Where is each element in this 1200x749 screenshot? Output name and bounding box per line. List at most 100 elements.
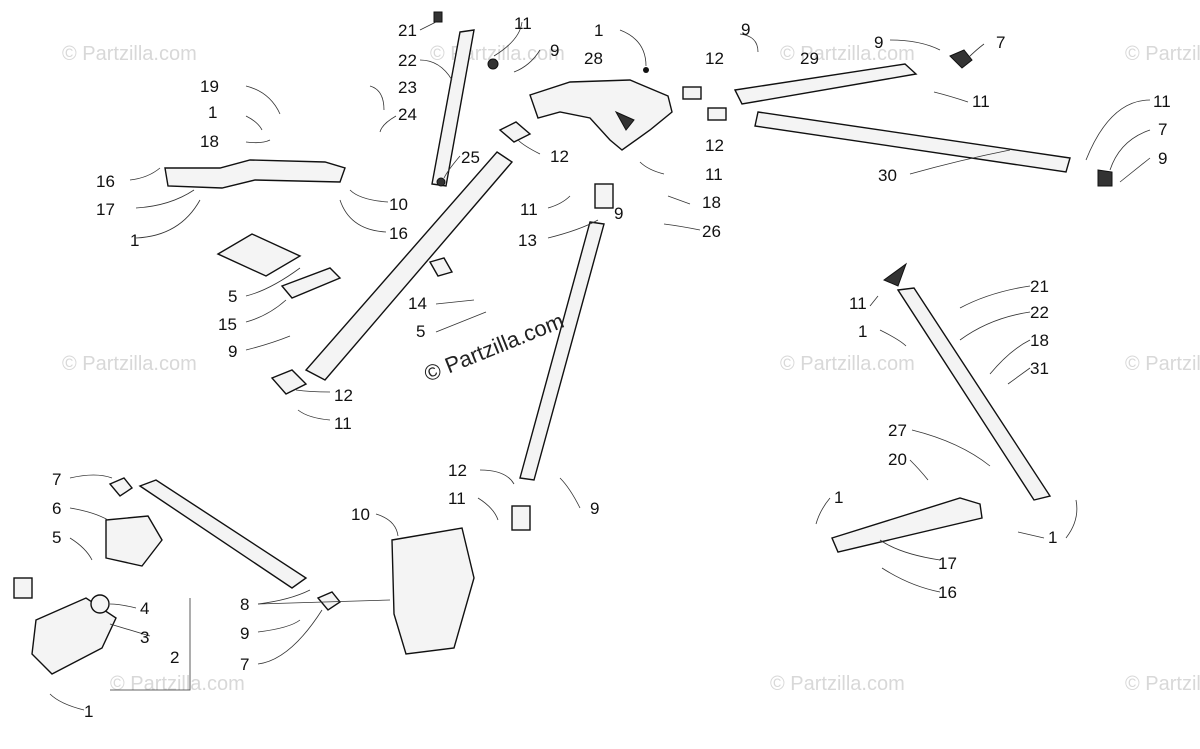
callout-5: 5 [416,322,425,341]
watermark: © Partzilla.com [62,353,197,375]
leader-lines [49,21,1151,711]
parts-drawing [13,11,1113,675]
callout-29: 29 [800,49,819,68]
callout-9: 9 [550,41,559,60]
callout-11: 11 [514,14,532,33]
watermark: © Partzilla.com [770,673,905,695]
center-watermark: © Partzilla.com [421,308,568,387]
damper [428,257,454,277]
callout-25: 25 [461,148,480,167]
watermark: © Partzilla.com [780,353,915,375]
callout-9: 9 [874,33,883,52]
callout-17: 17 [96,200,115,219]
callout-12: 12 [705,49,724,68]
callout-20: 20 [888,450,907,469]
callout-7: 7 [52,470,61,489]
callout-16: 16 [96,172,115,191]
callout-9: 9 [228,342,237,361]
callout-26: 26 [702,222,721,241]
callout-14: 14 [408,294,427,313]
callout-22: 22 [398,51,417,70]
callout-18: 18 [200,132,219,151]
callout-11: 11 [334,414,352,433]
callout-19: 19 [200,77,219,96]
watermark: © Partzilla.com [1125,43,1200,65]
callout-21: 21 [398,21,417,40]
callout-1: 1 [594,21,603,40]
callout-24: 24 [398,105,417,124]
callout-9: 9 [1158,149,1167,168]
callout-1: 1 [834,488,843,507]
bolt [433,11,443,23]
callout-5: 5 [52,528,61,547]
callout-6: 6 [52,499,61,518]
callout-17: 17 [938,554,957,573]
callout-1: 1 [208,103,217,122]
callout-21: 21 [1030,277,1049,296]
tube-30 [754,111,1071,173]
strap-right [896,287,1052,501]
nut [436,177,446,187]
callout-9: 9 [741,20,750,39]
callout-11: 11 [448,489,466,508]
connector [13,577,33,599]
callout-16: 16 [938,583,957,602]
callout-labels: 21 11 1 9 9 7 22 9 28 12 29 19 23 11 11 … [52,14,1171,721]
callout-9: 9 [590,499,599,518]
callout-12: 12 [705,136,724,155]
bushing [682,86,702,100]
control-module [216,233,302,277]
motor-assembly [31,597,117,675]
callout-3: 3 [140,628,149,647]
module-bracket [280,267,342,299]
watermark: © Partzilla.com [1125,673,1200,695]
callout-5: 5 [228,287,237,306]
clamp [1097,169,1113,187]
arrow-marker [882,262,908,287]
callout-1: 1 [1048,528,1057,547]
bar-8 [138,479,308,589]
callout-10: 10 [351,505,370,524]
callout-1: 1 [84,702,93,721]
callout-13: 13 [518,231,537,250]
callout-11: 11 [1153,92,1171,111]
watermark: © Partzilla.com [110,673,245,695]
callout-7: 7 [996,33,1005,52]
callout-15: 15 [218,315,237,334]
chassis-bracket [391,527,475,655]
callout-31: 31 [1030,359,1049,378]
callout-9: 9 [614,204,623,223]
tube-13 [304,151,514,381]
watermark: © Partzilla.com [780,43,915,65]
callout-30: 30 [878,166,897,185]
callout-11: 11 [849,294,867,313]
steering-shaft [519,221,605,481]
callout-7: 7 [240,655,249,674]
callout-28: 28 [584,49,603,68]
clamp [316,591,342,611]
watermark: © Partzilla.com [1125,353,1200,375]
callout-7: 7 [1158,120,1167,139]
bushing [707,107,727,121]
callout-11: 11 [705,165,723,184]
nut [487,58,499,70]
strap-left-upper [164,159,346,189]
arrow-marker [614,110,635,131]
callout-9: 9 [240,624,249,643]
callout-12: 12 [448,461,467,480]
callout-22: 22 [1030,303,1049,322]
callout-16: 16 [389,224,408,243]
clamp [270,369,308,395]
callout-10: 10 [389,195,408,214]
callout-2: 2 [170,648,179,667]
callout-11: 11 [972,92,990,111]
callout-18: 18 [702,193,721,212]
watermark-tiles: © Partzilla.com © Partzilla.com © Partzi… [62,43,1200,695]
callout-4: 4 [140,599,149,618]
callout-1: 1 [858,322,867,341]
callout-12: 12 [550,147,569,166]
bracket-6 [105,515,163,567]
steering-head-bracket [529,79,673,151]
callout-1: 1 [130,231,139,250]
